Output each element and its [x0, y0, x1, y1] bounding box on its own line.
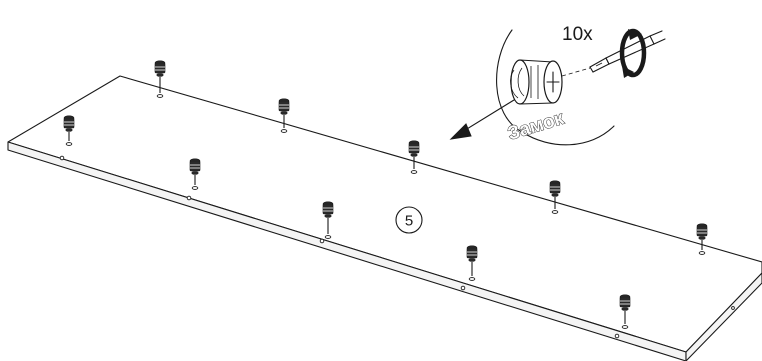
cam-lock-bolt-icon	[549, 180, 561, 214]
quantity-label: 10x	[562, 24, 593, 45]
rotate-clockwise-icon	[619, 28, 647, 78]
cam-lock-bolt-icon	[619, 294, 631, 329]
panel-board	[7, 75, 762, 361]
cam-lock-bolt-icon	[466, 245, 478, 281]
cam-lock-bolt-icon	[696, 223, 708, 255]
edge-holes	[59, 155, 735, 339]
cam-lock-bolt-icon	[63, 115, 75, 146]
arrow-icon	[449, 99, 515, 140]
step-number-badge: 5	[395, 206, 423, 234]
detail-callout-arc	[496, 29, 615, 146]
cam-lock-bolt-icon	[154, 60, 166, 98]
cam-lock-bolt-icon	[408, 140, 420, 174]
step-number: 5	[405, 213, 413, 230]
panel-front-edge	[7, 141, 687, 361]
panel-top-face	[7, 75, 762, 353]
panel-right-edge	[685, 272, 762, 361]
cam-lock-bolts	[63, 60, 708, 329]
cam-lock-bolt-icon	[278, 98, 290, 133]
cam-lock-bolt-icon	[322, 201, 334, 239]
cam-lock-bolt-icon	[189, 158, 201, 190]
detail-callout: 10x Замок	[449, 24, 666, 146]
cam-lock-icon	[510, 59, 563, 105]
axis-dashed-line	[561, 67, 591, 77]
